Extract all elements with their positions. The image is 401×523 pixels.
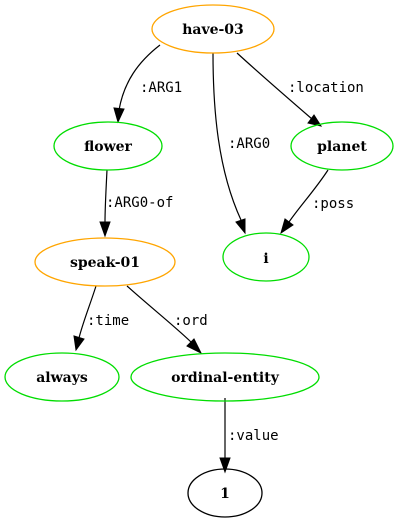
edge-label-arg0of: :ARG0-of	[106, 195, 173, 211]
node-always: always	[4, 352, 120, 402]
node-speak-01: speak-01	[34, 237, 176, 287]
node-label-always: always	[36, 370, 88, 386]
edge-value: :value	[219, 398, 279, 474]
edge-label-time: :time	[87, 313, 129, 329]
node-label-flower: flower	[84, 139, 132, 155]
node-have-03: have-03	[151, 4, 275, 54]
edge-label-location: :location	[288, 80, 364, 96]
edge-ord: :ord	[126, 285, 208, 355]
edge-label-value: :value	[228, 428, 279, 444]
edge-arg0: :ARG0	[212, 52, 270, 235]
node-i: i	[222, 232, 310, 282]
node-flower: flower	[53, 121, 163, 171]
node-label-ordinal-entity: ordinal-entity	[171, 370, 280, 386]
node-ordinal-entity: ordinal-entity	[130, 352, 320, 402]
edge-label-ord: :ord	[174, 313, 208, 329]
edge-arg1: :ARG1	[113, 44, 182, 124]
node-planet: planet	[290, 121, 394, 171]
edge-poss: :poss	[280, 169, 354, 235]
edge-label-poss: :poss	[312, 196, 354, 212]
edge-location: :location	[236, 52, 364, 127]
node-label-planet: planet	[317, 139, 367, 155]
node-label-1: 1	[220, 486, 230, 502]
edge-label-arg0: :ARG0	[228, 136, 270, 152]
node-1: 1	[187, 468, 263, 518]
edge-time: :time	[73, 285, 129, 352]
node-label-speak-01: speak-01	[70, 255, 140, 271]
edge-arg0of: :ARG0-of	[99, 169, 173, 238]
edge-label-arg1: :ARG1	[140, 80, 182, 96]
node-label-have-03: have-03	[182, 22, 244, 38]
node-label-i: i	[263, 251, 268, 267]
